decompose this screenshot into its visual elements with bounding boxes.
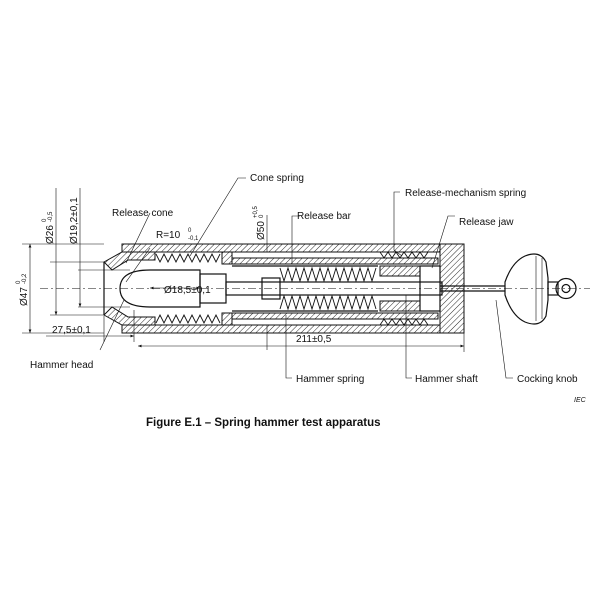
label-cocking-knob: Cocking knob xyxy=(517,374,578,385)
dim-d26-tol-lower: -0,5 xyxy=(48,211,54,222)
housing-bottom-wall xyxy=(121,324,465,334)
label-release-mechanism-spring: Release-mechanism spring xyxy=(405,188,526,199)
dim-d47: Ø47 xyxy=(19,287,30,306)
label-hammer-head: Hammer head xyxy=(30,360,93,371)
inner-sleeve-bottom xyxy=(231,312,439,320)
dim-len-211: 211±0,5 xyxy=(296,334,332,345)
leader-lines xyxy=(99,177,513,379)
label-cone-spring: Cone spring xyxy=(250,173,304,184)
dim-d26-tol-upper: 0 xyxy=(42,218,48,222)
release-cone-top xyxy=(103,251,156,271)
dim-d47-tol-lower: -0,2 xyxy=(22,273,28,284)
figure-caption: Figure E.1 – Spring hammer test apparatu… xyxy=(146,417,381,429)
dim-d26: Ø26 xyxy=(45,225,56,244)
dim-d19-2: Ø19,2±0,1 xyxy=(69,197,80,244)
dim-d18-5: Ø18,5±0,1 xyxy=(164,285,211,296)
inner-sleeve-top xyxy=(231,257,439,265)
dim-d50: Ø50 xyxy=(256,221,267,240)
housing-top-wall xyxy=(121,243,465,253)
cone-spring xyxy=(155,252,221,325)
dim-d50-tol-lower: 0 xyxy=(259,214,265,218)
dimension-lines xyxy=(22,188,465,352)
dim-radius-tol-lower: -0,1 xyxy=(188,236,199,242)
apparatus-body xyxy=(40,243,590,334)
label-hammer-shaft: Hammer shaft xyxy=(415,374,478,385)
label-hammer-spring: Hammer spring xyxy=(296,374,364,385)
label-release-bar: Release bar xyxy=(297,211,352,222)
dim-len-27-5: 27,5±0,1 xyxy=(52,325,91,336)
knob-ring xyxy=(555,277,577,300)
dim-d50-tol-upper: +0,5 xyxy=(253,205,259,218)
iec-mark: IEC xyxy=(574,397,587,404)
label-release-cone: Release cone xyxy=(112,208,174,219)
dim-d47-tol-upper: 0 xyxy=(16,280,22,284)
release-mechanism-spring xyxy=(379,251,429,326)
label-release-jaw: Release jaw xyxy=(459,217,514,228)
cocking-knob-shape xyxy=(504,253,577,325)
hammer-spring xyxy=(279,266,377,311)
release-cone-bottom xyxy=(103,306,156,326)
dim-radius: R=10 xyxy=(156,230,181,241)
dim-radius-tol-upper: 0 xyxy=(188,228,192,234)
